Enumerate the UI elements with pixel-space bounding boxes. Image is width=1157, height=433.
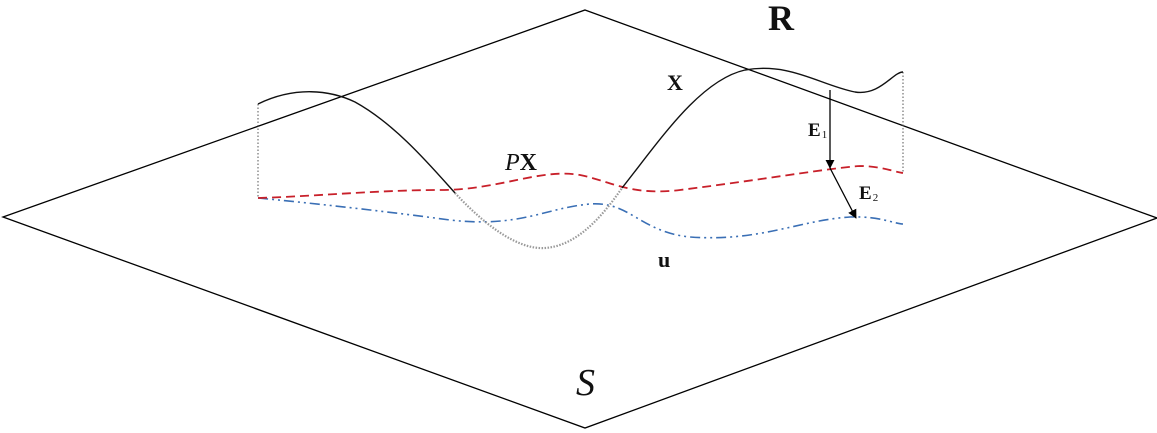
label-e1: E1	[808, 120, 827, 141]
label-px-x: X	[520, 150, 538, 176]
label-s: S	[576, 362, 595, 404]
label-px-p: P	[504, 150, 520, 176]
label-e1-sub: 1	[822, 129, 828, 141]
curve-x-hidden	[454, 187, 623, 250]
label-r: R	[768, 0, 795, 38]
label-px: PX	[504, 150, 538, 176]
curve-u	[257, 197, 904, 239]
curve-px	[257, 165, 904, 199]
label-u: u	[658, 247, 670, 272]
plane-s	[1, 9, 1157, 429]
label-e1-main: E	[808, 120, 821, 141]
curve-x-left	[257, 91, 456, 194]
curve-x-right	[621, 67, 904, 189]
label-e2: E2	[859, 183, 878, 204]
label-e2-sub: 2	[873, 192, 879, 204]
arrow-e2	[829, 167, 857, 219]
label-x: X	[667, 70, 683, 95]
label-e2-main: E	[859, 183, 872, 204]
